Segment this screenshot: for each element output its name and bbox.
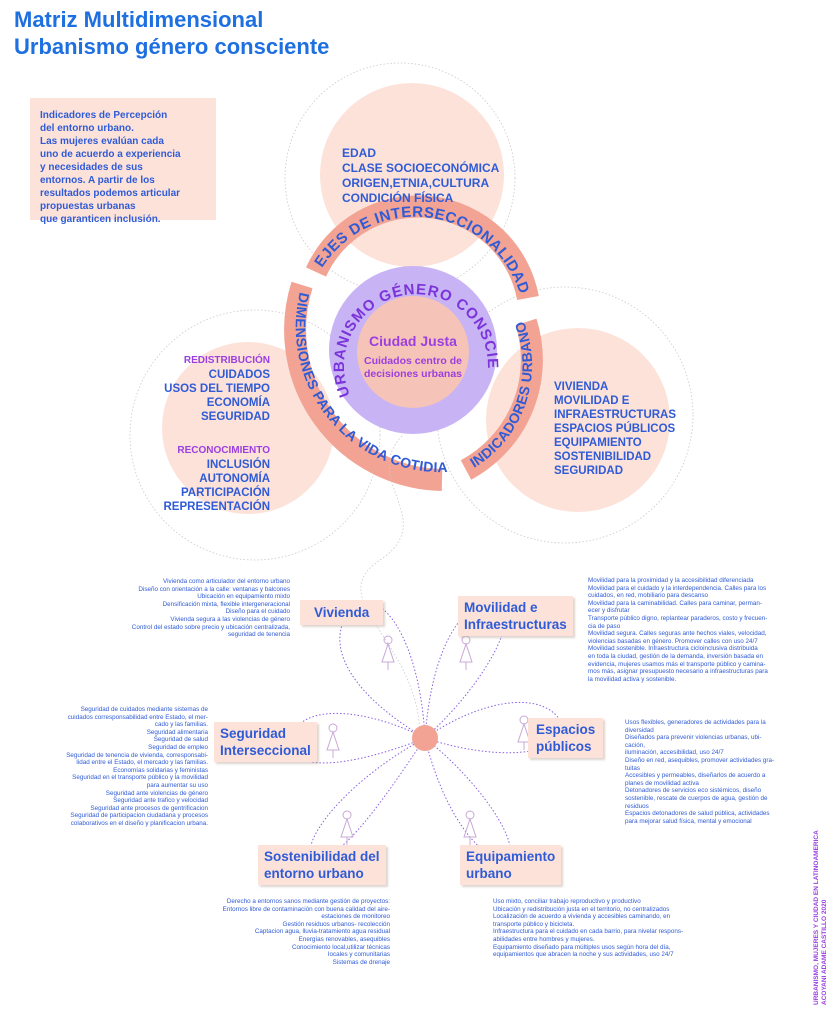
title-line-1: Matriz Multidimensional bbox=[14, 7, 264, 32]
top-circle-outline bbox=[284, 62, 516, 294]
woman-figure-icon bbox=[459, 635, 473, 670]
right-item: SOSTENIBILIDAD bbox=[554, 451, 652, 463]
left-item: AUTONOMÍA bbox=[199, 473, 270, 485]
stem-line bbox=[360, 435, 421, 739]
left-head-2: RECONOCIMIENTO bbox=[177, 445, 270, 456]
text-seguridad: Seguridad de cuidados mediante sistemas … bbox=[66, 706, 208, 827]
label-seguridad: Seguridad Interseccional bbox=[214, 722, 317, 762]
left-circle-group-1: REDISTRIBUCIÓN CUIDADOS USOS DEL TIEMPO … bbox=[130, 354, 270, 424]
label-equipamiento: Equipamiento urbano bbox=[460, 845, 562, 885]
left-item: USOS DEL TIEMPO bbox=[164, 383, 270, 395]
center-sub2: decisiones urbanas bbox=[364, 368, 462, 380]
text-espacios: Usos flexibles, generadores de actividad… bbox=[625, 719, 775, 825]
left-circle bbox=[162, 342, 334, 514]
right-item: SEGURIDAD bbox=[554, 465, 624, 477]
label-movilidad: Movilidad e Infraestructuras bbox=[458, 596, 573, 636]
petal-vivienda bbox=[339, 601, 426, 739]
title-line-2: Urbanismo género consciente bbox=[14, 34, 330, 59]
left-head-1: REDISTRIBUCIÓN bbox=[183, 355, 270, 366]
right-item: VIVIENDA bbox=[554, 381, 609, 393]
woman-figure-icon bbox=[340, 810, 354, 845]
center-title: Ciudad Justa bbox=[369, 333, 457, 349]
text-sostenibilidad: Derecho a entornos sanos mediante gestió… bbox=[222, 898, 390, 966]
woman-figure-icon bbox=[326, 723, 340, 758]
top-item: ORIGEN,ETNIA,CULTURA bbox=[342, 176, 490, 190]
text-vivienda: Vivienda como articulador del entorno ur… bbox=[131, 578, 290, 639]
center-sub1: Cuidados centro de bbox=[364, 355, 462, 367]
label-espacios: Espacios públicos bbox=[528, 718, 604, 758]
right-item: EQUIPAMIENTO bbox=[554, 437, 642, 449]
left-item: CUIDADOS bbox=[208, 369, 270, 381]
left-item: REPRESENTACIÓN bbox=[163, 501, 271, 513]
intro-text: Indicadores de Percepción del entorno ur… bbox=[40, 110, 181, 225]
intro-box bbox=[30, 98, 216, 220]
right-arc-band bbox=[460, 318, 543, 480]
top-item: EDAD bbox=[342, 146, 377, 160]
right-item: MOVILIDAD E bbox=[554, 395, 630, 407]
right-item: INFRAESTRUCTURAS bbox=[554, 409, 677, 421]
page-title: Matriz Multidimensional Urbanismo género… bbox=[14, 6, 329, 60]
right-circle-list: VIVIENDA MOVILIDAD E INFRAESTRUCTURAS ES… bbox=[554, 380, 676, 478]
label-sostenibilidad: Sostenibilidad del entorno urbano bbox=[258, 845, 386, 885]
flower-center bbox=[412, 725, 438, 751]
top-arc-band bbox=[305, 195, 539, 301]
woman-figure-icon bbox=[381, 635, 395, 670]
left-arc-band bbox=[284, 281, 443, 491]
left-circle-group-2: RECONOCIMIENTO INCLUSIÓN AUTONOMÍA PARTI… bbox=[130, 444, 271, 514]
top-item: CONDICIÓN FÍSICA bbox=[342, 191, 454, 205]
woman-figure-icon bbox=[463, 810, 477, 845]
top-item: CLASE SOCIOECONÓMICA bbox=[342, 161, 500, 175]
right-item: ESPACIOS PÚBLICOS bbox=[554, 423, 676, 435]
right-circle-outline bbox=[436, 286, 694, 544]
top-circle-list: EDAD CLASE SOCIOECONÓMICA ORIGEN,ETNIA,C… bbox=[342, 146, 499, 206]
label-vivienda: Vivienda bbox=[300, 600, 384, 625]
text-equipamiento: Uso mixto, conciliar trabajo reproductiv… bbox=[493, 898, 684, 959]
left-item: SEGURIDAD bbox=[200, 411, 270, 423]
left-circle-outline bbox=[129, 309, 381, 561]
petal-sostenibilidad bbox=[309, 737, 426, 861]
center-inner-circle bbox=[357, 296, 469, 408]
credit-text: URBANISMO, MUJERES Y CIUDAD EN LATINOAME… bbox=[813, 830, 828, 1005]
petal-equipamiento bbox=[424, 736, 511, 861]
left-item: PARTICIPACIÓN bbox=[180, 487, 270, 499]
left-item: ECONOMÍA bbox=[206, 397, 270, 409]
left-item: INCLUSIÓN bbox=[206, 459, 270, 471]
text-movilidad: Movilidad para la proximidad y la accesi… bbox=[588, 577, 768, 683]
